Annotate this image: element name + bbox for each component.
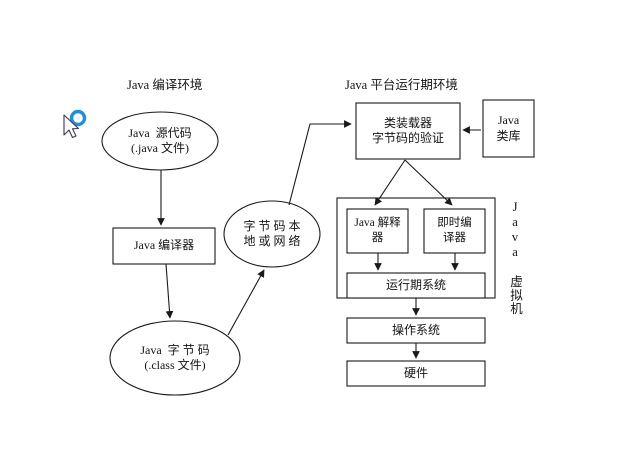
node-class-library-shape bbox=[482, 99, 535, 158]
node-source-code-shape bbox=[101, 111, 219, 171]
node-jit-compiler-shape bbox=[423, 208, 486, 254]
section-title-runtime-environment: Java 平台运行期环境 bbox=[345, 78, 458, 92]
jvm-vertical-label: Java 虚拟机 bbox=[508, 200, 522, 316]
node-bytecode-transport-shape bbox=[223, 200, 321, 268]
edge-classloader-to-interpreter bbox=[374, 159, 406, 206]
edge-bytecode-to-transport bbox=[227, 269, 265, 336]
section-title-compile-environment: Java 编译环境 bbox=[127, 78, 203, 92]
node-operating-system-shape bbox=[346, 317, 486, 344]
node-runtime-system-shape bbox=[346, 272, 486, 299]
node-class-loader-shape bbox=[355, 102, 461, 160]
edge-classloader-to-jit bbox=[404, 159, 453, 206]
node-bytecode-file-shape bbox=[109, 320, 241, 396]
node-hardware-shape bbox=[346, 360, 486, 387]
edge-transport-to-classloader bbox=[288, 120, 352, 206]
edge-compiler-to-bytecode bbox=[165, 263, 174, 319]
node-compiler-shape bbox=[112, 227, 216, 265]
node-interpreter-shape bbox=[346, 208, 409, 254]
